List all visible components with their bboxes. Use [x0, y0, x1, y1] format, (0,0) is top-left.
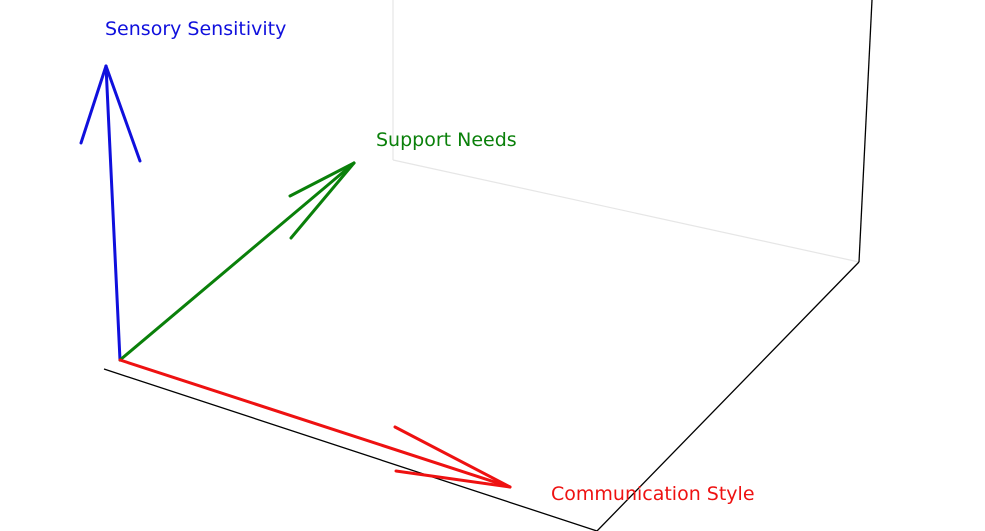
vector-support-needs	[118, 161, 356, 362]
vector-communication-shaft	[118, 358, 512, 489]
label-communication-style: Communication Style	[551, 483, 755, 505]
vector-communication-head-lower	[394, 469, 512, 489]
vector-sensory-head-left	[79, 64, 108, 145]
axes-frame	[103, 0, 873, 531]
label-support-needs: Support Needs	[376, 129, 517, 151]
vector-communication-style	[118, 358, 512, 489]
vector-communication-head-upper	[393, 425, 512, 489]
vector-sensory-sensitivity	[79, 64, 142, 362]
back-pane	[392, 0, 860, 263]
vector-support-head-upper	[288, 161, 356, 198]
frame-right-vertical-edge	[858, 0, 873, 263]
frame-right-floor-edge	[596, 261, 860, 531]
vector-sensory-shaft	[104, 64, 122, 362]
vector-support-shaft	[118, 161, 356, 362]
vector-sensory-head-right	[104, 64, 142, 163]
vector-support-head-lower	[289, 161, 356, 240]
label-sensory-sensitivity: Sensory Sensitivity	[105, 18, 286, 40]
back-pane-floor-edge	[392, 159, 860, 263]
frame-front-floor-edge	[103, 368, 598, 531]
